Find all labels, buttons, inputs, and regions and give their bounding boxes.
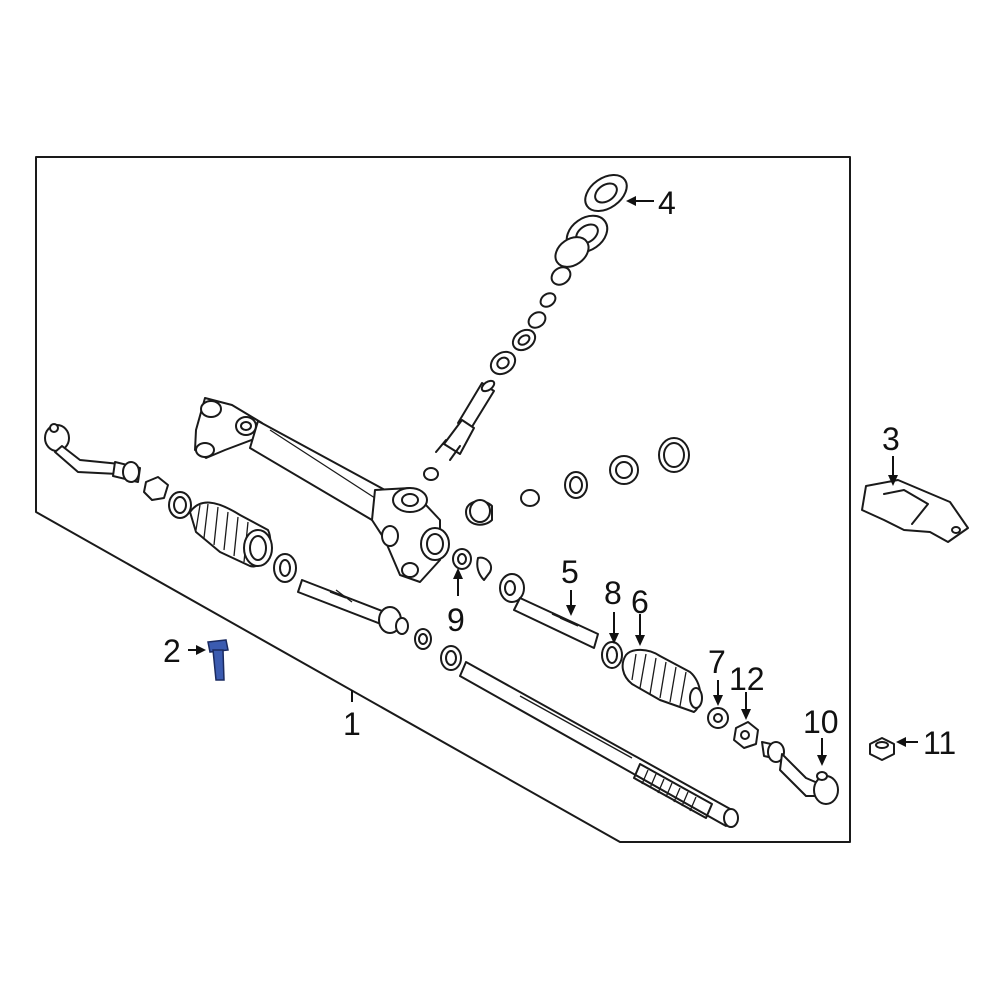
callout-2: 2 <box>163 633 181 669</box>
callout-labels: 1 2 3 4 5 6 7 8 9 10 11 12 <box>163 185 956 761</box>
left-inner-tie-rod[interactable] <box>297 579 409 635</box>
callout-3: 3 <box>882 421 900 457</box>
nut-11[interactable] <box>869 737 895 761</box>
left-jam-nut[interactable] <box>143 476 169 501</box>
left-inner-bushing[interactable] <box>440 645 462 671</box>
left-boot-clamp[interactable] <box>273 553 297 583</box>
callout-11: 11 <box>923 725 956 761</box>
bolt-2[interactable] <box>207 639 229 681</box>
callout-6: 6 <box>631 584 649 620</box>
boot-clamp-8[interactable] <box>601 641 623 669</box>
left-inner-washer[interactable] <box>414 628 432 650</box>
jam-nut-12[interactable] <box>733 721 759 749</box>
callout-8: 8 <box>604 575 622 611</box>
callout-7: 7 <box>708 644 726 680</box>
callout-1: 1 <box>343 706 361 742</box>
left-tie-rod-end[interactable] <box>44 423 141 483</box>
pinion-shaft-stack[interactable] <box>423 168 633 481</box>
outer-tie-rod-end-10[interactable] <box>761 741 839 805</box>
assembly-frame <box>35 156 851 843</box>
callout-9: 9 <box>447 602 465 638</box>
steering-rack[interactable] <box>459 661 739 828</box>
callout-12: 12 <box>729 661 765 697</box>
rack-housing[interactable] <box>194 397 450 583</box>
callout-arrows <box>188 196 918 766</box>
right-inner-tie-rod[interactable] <box>499 573 599 649</box>
callout-5: 5 <box>561 554 579 590</box>
rack-seal-rings[interactable] <box>465 437 690 526</box>
left-clamp-ring[interactable] <box>168 491 192 519</box>
right-boot[interactable] <box>621 648 703 713</box>
callout-10: 10 <box>803 704 839 740</box>
left-boot[interactable] <box>189 501 273 568</box>
callout-4: 4 <box>658 185 676 221</box>
bracket-3[interactable] <box>861 479 969 543</box>
clamp-7[interactable] <box>707 707 729 729</box>
seal-ring-9[interactable] <box>452 548 492 581</box>
